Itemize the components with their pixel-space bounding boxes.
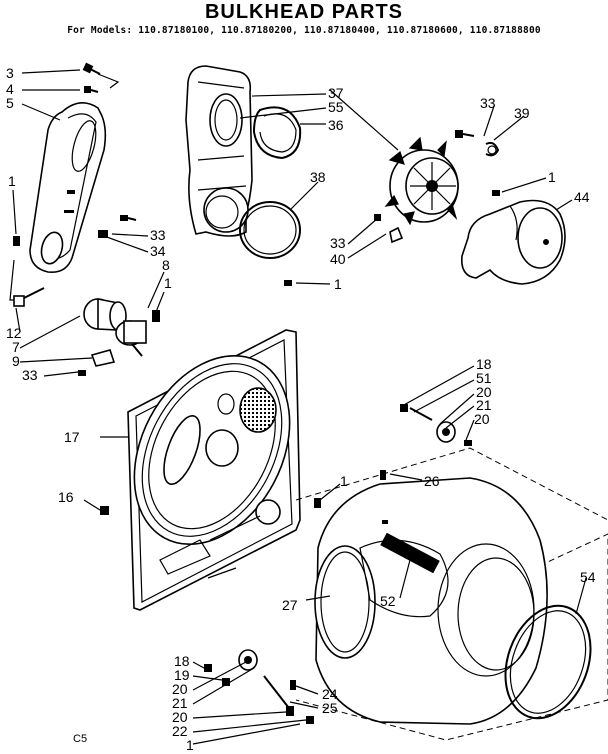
callout-1: 1	[164, 275, 172, 291]
screw-34-part	[98, 215, 137, 238]
callout-33: 33	[150, 227, 166, 243]
screw-33c-part	[455, 130, 475, 138]
callout-1: 1	[334, 276, 342, 292]
callout-37: 37	[328, 85, 344, 101]
thermostat-part	[115, 310, 160, 357]
callout-36: 36	[328, 117, 344, 133]
callout-25: 25	[322, 700, 338, 716]
callout-17: 17	[64, 429, 80, 445]
screw-left-part	[9, 236, 45, 307]
drum-group-bracket	[295, 447, 608, 741]
callout-44: 44	[574, 189, 590, 205]
callout-5: 5	[6, 95, 14, 111]
gasket-36-part	[252, 106, 302, 160]
callout-22: 22	[172, 723, 188, 739]
callout-labels: 3 4 5 1 33 34 8 1 12 7 9 33 37 55 36 38 …	[6, 65, 596, 753]
callout-1: 1	[186, 737, 194, 753]
models-subtitle: For Models: 110.87180100, 110.87180200, …	[67, 25, 541, 36]
screw-3-part	[82, 62, 120, 89]
callout-16: 16	[58, 489, 74, 505]
screw-1c-part	[284, 280, 292, 286]
blower-wheel-part	[384, 136, 459, 226]
callout-9: 9	[12, 353, 20, 369]
callout-38: 38	[310, 169, 326, 185]
drum-part	[314, 477, 548, 725]
callout-51: 51	[476, 370, 492, 386]
diagram-title: BULKHEAD PARTS	[204, 1, 404, 23]
callout-18: 18	[476, 356, 492, 372]
callout-20: 20	[474, 411, 490, 427]
callout-34: 34	[150, 243, 166, 259]
callout-20: 20	[476, 384, 492, 400]
screw-16-part	[100, 506, 109, 515]
callout-33: 33	[330, 235, 346, 251]
callout-27: 27	[282, 597, 298, 613]
screw-26-part	[380, 470, 386, 480]
screw-1e-part	[314, 498, 321, 508]
thermal-fuse-part	[83, 298, 127, 331]
callout-19: 19	[174, 667, 190, 683]
callout-40: 40	[330, 251, 346, 267]
callout-1: 1	[548, 169, 556, 185]
callout-8: 8	[162, 257, 170, 273]
duct-housing-part	[29, 102, 107, 274]
front-bulkhead-panel-part	[127, 329, 301, 611]
callout-33: 33	[480, 95, 496, 111]
drum-seal-part	[504, 604, 592, 720]
callout-26: 26	[424, 473, 440, 489]
callout-4: 4	[6, 81, 14, 97]
callout-20: 20	[172, 709, 188, 725]
callout-21: 21	[476, 397, 492, 413]
callout-20: 20	[172, 681, 188, 697]
screw-4-part	[84, 86, 99, 93]
callout-33: 33	[22, 367, 38, 383]
leader-lines	[12, 69, 587, 745]
idler-assembly-part	[400, 404, 472, 446]
callout-24: 24	[322, 686, 338, 702]
callout-7: 7	[12, 339, 20, 355]
bulkhead-duct-part	[185, 65, 253, 237]
corner-code: C5	[73, 733, 88, 745]
roller-assembly-part	[204, 649, 314, 724]
callout-55: 55	[328, 99, 344, 115]
blower-housing-part	[460, 199, 566, 285]
clip-39-part	[485, 141, 500, 157]
callout-1: 1	[340, 473, 348, 489]
bracket-9-part	[78, 349, 116, 376]
gasket-38-part	[239, 201, 301, 259]
callout-1: 1	[8, 173, 16, 189]
callout-18: 18	[174, 653, 190, 669]
callout-54: 54	[580, 569, 596, 585]
callout-21: 21	[172, 695, 188, 711]
screw-1d-part	[492, 190, 500, 196]
callout-52: 52	[380, 593, 396, 609]
callout-39: 39	[514, 105, 530, 121]
screw-40-part	[374, 214, 404, 244]
callout-3: 3	[6, 65, 14, 81]
callout-12: 12	[6, 325, 22, 341]
